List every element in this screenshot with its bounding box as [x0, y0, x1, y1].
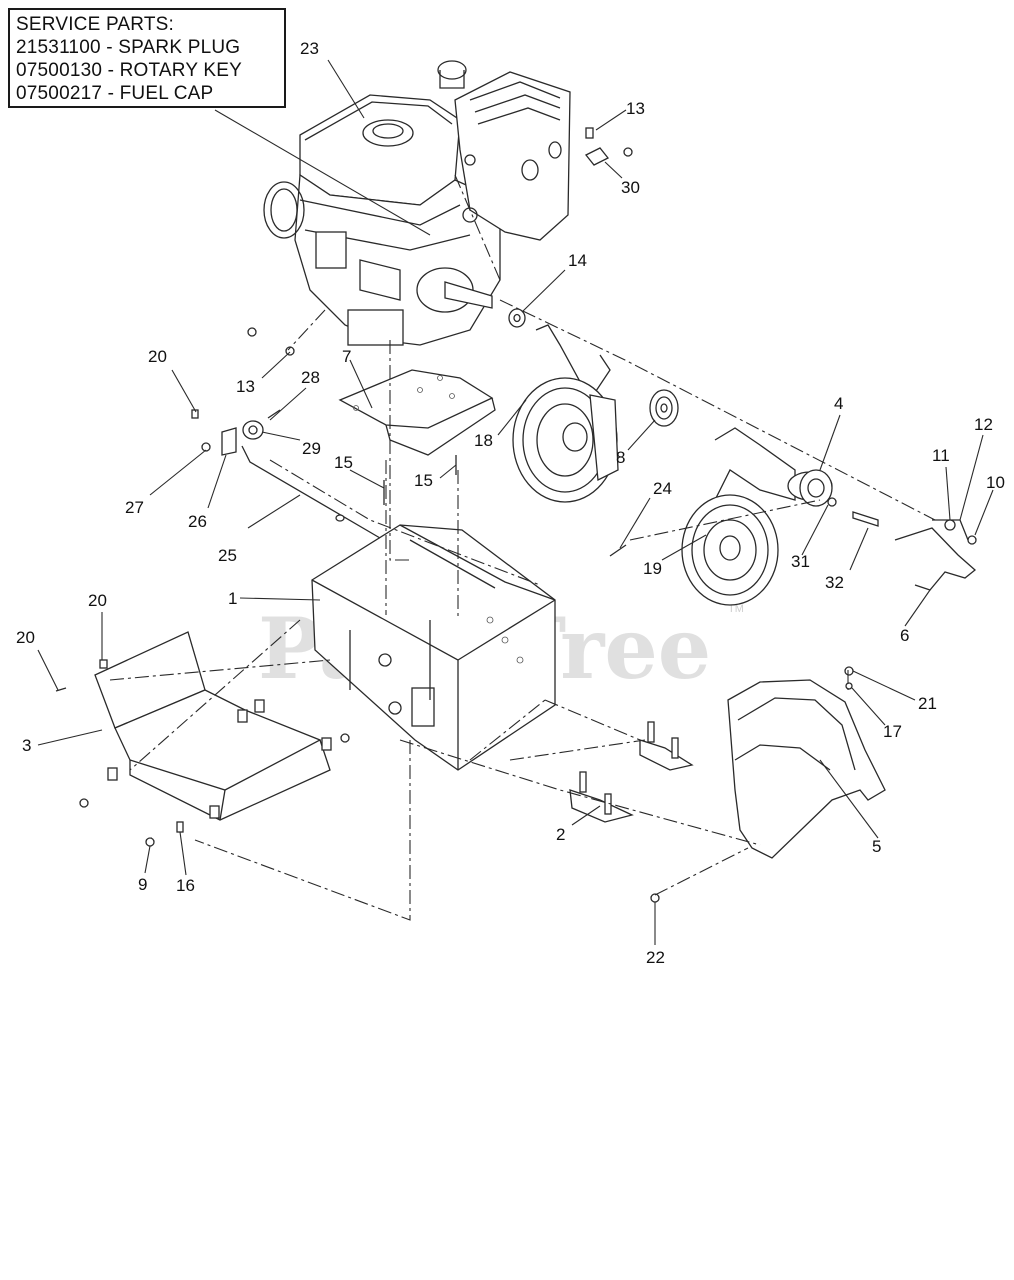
callout-16: 16	[176, 876, 195, 895]
callout-1: 1	[228, 589, 237, 608]
callout-10: 10	[986, 473, 1005, 492]
callout-21: 21	[918, 694, 937, 713]
callout-13-lower: 13	[236, 377, 255, 396]
callout-20-cover-top: 20	[88, 591, 107, 610]
callout-19: 19	[643, 559, 662, 578]
assembly-center-lines	[109, 174, 936, 921]
callout-7: 7	[342, 347, 351, 366]
callout-22: 22	[646, 948, 665, 967]
service-part-rotary-key: 07500130 - ROTARY KEY	[16, 60, 242, 81]
callout-13-upper: 13	[626, 99, 645, 118]
frame-part-1	[311, 524, 556, 771]
service-parts-title: SERVICE PARTS:	[16, 14, 175, 35]
callout-15-right: 15	[414, 471, 433, 490]
callout-20-bracket: 20	[148, 347, 167, 366]
callout-27: 27	[125, 498, 144, 517]
leader-lines	[37, 59, 994, 945]
watermark-trademark: TM	[728, 603, 744, 615]
callout-32: 32	[825, 573, 844, 592]
callout-23: 23	[300, 39, 319, 58]
pulley-part-4	[787, 469, 833, 507]
idler-bracket-part-6	[894, 519, 977, 591]
service-part-spark-plug: 21531100 - SPARK PLUG	[16, 37, 241, 58]
callout-25: 25	[218, 546, 237, 565]
callout-8: 8	[616, 448, 625, 467]
callout-15-left: 15	[334, 453, 353, 472]
pulley-belt-part-19	[681, 427, 796, 606]
callout-11: 11	[932, 446, 950, 465]
callout-6: 6	[900, 626, 909, 645]
callout-5: 5	[872, 837, 881, 856]
callout-18: 18	[474, 431, 493, 450]
callout-30: 30	[621, 178, 640, 197]
callout-20-cover-left: 20	[16, 628, 35, 647]
callout-14: 14	[568, 251, 587, 270]
callout-17: 17	[883, 722, 902, 741]
service-parts-box: SERVICE PARTS: 21531100 - SPARK PLUG 075…	[8, 8, 286, 108]
engine-plate-part-7	[338, 369, 496, 456]
callout-31: 31	[791, 552, 810, 571]
callout-9: 9	[138, 875, 147, 894]
hardware-parts	[55, 127, 879, 903]
callout-3: 3	[22, 736, 31, 755]
callout-2: 2	[556, 825, 565, 844]
engine-part-23	[263, 60, 571, 346]
bottom-cover-part-3	[94, 631, 332, 821]
callout-28: 28	[301, 368, 320, 387]
callout-29: 29	[302, 439, 321, 458]
callout-labels: 23 13 30 14 20 13 28 7 29 27 26 15 15 18…	[16, 39, 1005, 967]
pulley-belt-part-18	[512, 324, 619, 503]
callout-24: 24	[653, 479, 672, 498]
callout-12: 12	[974, 415, 993, 434]
callout-26: 26	[188, 512, 207, 531]
bracket-part-2	[569, 721, 694, 823]
belt-cover-part-5	[727, 679, 886, 859]
service-part-fuel-cap: 07500217 - FUEL CAP	[16, 83, 214, 104]
callout-4: 4	[834, 394, 843, 413]
pulley-part-8	[649, 389, 679, 427]
